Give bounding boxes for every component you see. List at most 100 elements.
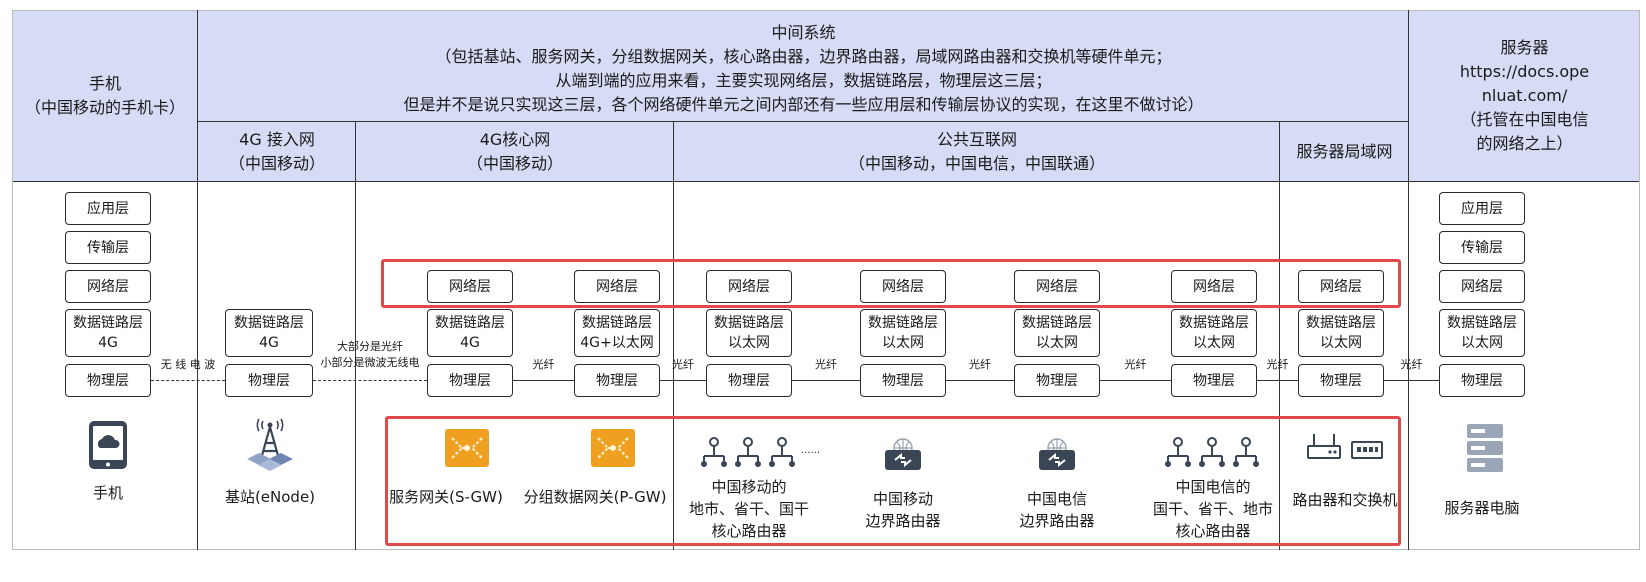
- ct-border-label-line-2: 边界路由器: [1019, 512, 1095, 530]
- sgw-gateway-icon: [445, 429, 489, 467]
- layer-sublabel: 以太网: [1193, 335, 1235, 351]
- table-right-border: [1639, 10, 1640, 550]
- fiber-link-pgw-cm: [660, 380, 706, 381]
- cm-core-label-line-3: 核心路由器: [711, 522, 787, 540]
- fiber-link-ctborder-ctcore: [1100, 380, 1171, 381]
- cm-core-physical-layer: 物理层: [706, 364, 792, 397]
- server-datalink-layer: 数据链路层 以太网: [1439, 309, 1525, 357]
- phone-header: 手机 （中国移动的手机卡）: [12, 10, 198, 182]
- internet-header: 公共互联网 （中国移动，中国电信，中国联通）: [674, 122, 1280, 182]
- ct-core-network-layer: 网络层: [1171, 270, 1257, 303]
- server-network-layer: 网络层: [1439, 270, 1525, 303]
- phone-network-layer: 网络层: [65, 270, 151, 303]
- cm-border-physical-layer: 物理层: [860, 364, 946, 397]
- column-divider-server: [1408, 10, 1409, 550]
- server-header-note-1: （托管在中国电信: [1460, 110, 1589, 129]
- pgw-label: 分组数据网关(P-GW): [523, 488, 667, 506]
- cm-core-label: 中国移动的 地市、省干、国干 核心路由器: [676, 476, 822, 542]
- phone-datalink-layer: 数据链路层 4G: [65, 309, 151, 357]
- ct-border-label: 中国电信 边界路由器: [997, 488, 1117, 532]
- ct-core-label: 中国电信的 国干、省干、地市 核心路由器: [1140, 476, 1286, 542]
- fiber-link-cmborder-ctborder: [946, 380, 1014, 381]
- layer-label: 数据链路层: [234, 315, 304, 331]
- fiber-label: 光纤: [532, 358, 555, 371]
- cm-core-network-layer: 网络层: [706, 270, 792, 303]
- fiber-label: 光纤: [1124, 358, 1147, 371]
- layer-sublabel: 4G: [98, 335, 118, 351]
- fiber-link-sgw-pgw: [513, 380, 574, 381]
- pgw-gateway-icon: [591, 429, 635, 467]
- cm-border-datalink-layer: 数据链路层 以太网: [860, 309, 946, 357]
- ct-core-label-line-1: 中国电信的: [1175, 478, 1251, 496]
- phone-physical-layer: 物理层: [65, 364, 151, 397]
- sgw-datalink-layer: 数据链路层 4G: [427, 309, 513, 357]
- lan-title: 服务器局域网: [1296, 142, 1393, 161]
- basestation-datalink-layer: 数据链路层 4G: [225, 309, 313, 357]
- layer-sublabel: 4G: [259, 335, 279, 351]
- fiber-label: 光纤: [1266, 358, 1289, 371]
- core-network-header: 4G核心网 （中国移动）: [356, 122, 674, 182]
- phone-header-subtitle: （中国移动的手机卡）: [24, 98, 185, 117]
- ct-core-physical-layer: 物理层: [1171, 364, 1257, 397]
- access-network-header: 4G 接入网 （中国移动）: [198, 122, 356, 182]
- ct-border-network-layer: 网络层: [1014, 270, 1100, 303]
- fiber-link-lan-server: [1384, 380, 1439, 381]
- layer-sublabel: 4G+以太网: [580, 335, 654, 351]
- cm-border-router-icon: [885, 438, 921, 470]
- lan-network-layer: 网络层: [1298, 270, 1384, 303]
- cm-core-datalink-layer: 数据链路层 以太网: [706, 309, 792, 357]
- lan-physical-layer: 物理层: [1298, 364, 1384, 397]
- layer-sublabel: 以太网: [1320, 335, 1362, 351]
- ct-core-datalink-layer: 数据链路层 以太网: [1171, 309, 1257, 357]
- backhaul-label-1: 大部分是光纤: [337, 340, 403, 353]
- fiber-label: 光纤: [1400, 358, 1423, 371]
- column-divider-internet: [1279, 121, 1280, 550]
- cm-core-label-line-1: 中国移动的: [711, 478, 787, 496]
- header-background: [12, 10, 1640, 182]
- phone-icon: [89, 421, 127, 469]
- core-network-owner: （中国移动）: [466, 154, 563, 173]
- layer-label: 数据链路层: [582, 315, 652, 331]
- lan-header: 服务器局域网: [1280, 122, 1409, 182]
- server-pc-label: 服务器电脑: [1444, 499, 1520, 517]
- header-divider: [198, 121, 1409, 122]
- server-application-layer: 应用层: [1439, 192, 1525, 225]
- sgw-label: 服务网关(S-GW): [389, 488, 503, 506]
- layer-label: 数据链路层: [868, 315, 938, 331]
- base-station-icon: [247, 418, 293, 471]
- layer-sublabel: 以太网: [1036, 335, 1078, 351]
- base-station-label: 基站(eNode): [224, 488, 316, 506]
- cm-border-label: 中国移动 边界路由器: [843, 488, 963, 532]
- ct-border-label-line-1: 中国电信: [1026, 490, 1087, 508]
- layer-sublabel: 4G: [460, 335, 480, 351]
- pgw-network-layer: 网络层: [574, 270, 660, 303]
- layer-label: 数据链路层: [714, 315, 784, 331]
- cm-core-label-line-2: 地市、省干、国干: [688, 500, 809, 518]
- ct-border-datalink-layer: 数据链路层 以太网: [1014, 309, 1100, 357]
- table-left-border: [12, 10, 13, 550]
- middle-system-line-3: 但是并不是说只实现这三层，各个网络硬件单元之间内部还有一些应用层和传输层协议的实…: [403, 95, 1204, 114]
- sgw-network-layer: 网络层: [427, 270, 513, 303]
- ct-border-physical-layer: 物理层: [1014, 364, 1100, 397]
- internet-owners: （中国移动，中国电信，中国联通）: [848, 154, 1105, 173]
- cm-border-label-line-2: 边界路由器: [865, 512, 941, 530]
- fiber-link-cm-cmborder: [792, 380, 860, 381]
- pgw-datalink-layer: 数据链路层 4G+以太网: [574, 309, 660, 357]
- layer-label: 数据链路层: [73, 315, 143, 331]
- cm-core-router-icon: [701, 437, 795, 467]
- backhaul-label-2: 小部分是微波无线电: [320, 356, 420, 369]
- lan-router-icon: [1307, 434, 1341, 459]
- middle-system-line-2: 从端到端的应用来看，主要实现网络层，数据链路层，物理层这三层；: [555, 71, 1052, 90]
- header-bottom-border: [12, 181, 1640, 182]
- phone-application-layer: 应用层: [65, 192, 151, 225]
- table-top-border: [12, 10, 1640, 11]
- layer-label: 数据链路层: [1447, 315, 1517, 331]
- backhaul-link: [313, 380, 427, 381]
- lan-datalink-layer: 数据链路层 以太网: [1298, 309, 1384, 357]
- ct-core-label-line-2: 国干、省干、地市: [1152, 500, 1273, 518]
- ct-core-router-icon: [1165, 437, 1259, 467]
- server-header-url-2: nluat.com/: [1481, 86, 1568, 105]
- middle-system-header: 中间系统 （包括基站、服务网关，分组数据网关，核心路由器，边界路由器，局域网路由…: [198, 16, 1409, 122]
- radio-link: [151, 380, 225, 381]
- fiber-link-ctcore-lan: [1257, 380, 1298, 381]
